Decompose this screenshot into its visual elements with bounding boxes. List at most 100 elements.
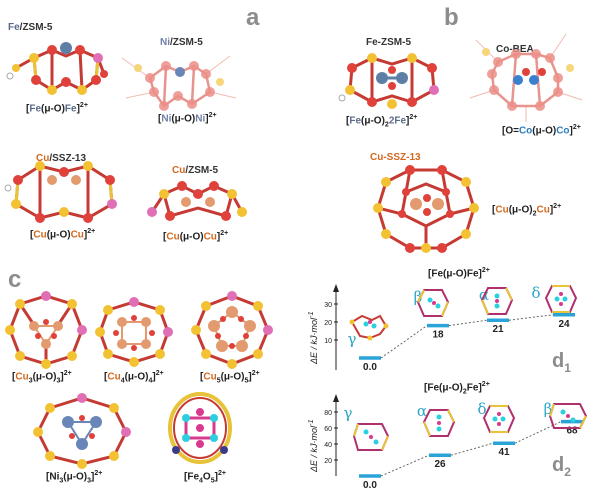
b3-f-open: [ (492, 204, 496, 216)
d1-connector-2 (508, 314, 554, 321)
panel-c-label: c (8, 266, 22, 293)
b1-f-open: [ (346, 115, 350, 127)
d2-ytick-label: 20 (324, 458, 332, 465)
c3-mid: (μ-O) (220, 371, 245, 383)
b2-formula: [O=Co(μ-O)Co]2+ (502, 124, 581, 136)
d2-level-name-3: β (544, 400, 553, 418)
c5-m: 5 (210, 477, 215, 485)
c4-open: [ (46, 471, 50, 483)
b2-f-open: [O= (502, 125, 519, 137)
c1-m: 3 (56, 377, 61, 385)
d1-y-arrow (333, 284, 339, 292)
d2-ytick-label: 80 (324, 410, 332, 417)
a3-f-close: ] (83, 229, 88, 241)
b1-f-m2: 2Fe (388, 115, 407, 127)
c3-close: ] (248, 371, 252, 383)
c5-open: [ (184, 471, 188, 483)
b3-f-mid: (μ-O) (508, 204, 533, 216)
c4-close: ] (91, 471, 95, 483)
c4-formula: [Ni3(μ-O)3]2+ (46, 470, 102, 484)
d1-connector-0 (380, 325, 428, 359)
d2-level-value-3: 68 (566, 426, 578, 437)
c3-open: [ (200, 371, 204, 383)
d2-gamma-structure (352, 423, 390, 451)
d1-alpha-structure (480, 287, 514, 315)
a3-formula: [Cu(μ-O)Cu]2+ (30, 228, 95, 240)
c3-metal: Cu (203, 371, 217, 383)
c1-molecule (5, 291, 87, 369)
c3-n: 5 (216, 377, 221, 385)
d2-formula-charge: 2+ (481, 381, 490, 388)
a4-f-close: ] (216, 231, 221, 243)
a1-charge: 2+ (79, 102, 88, 109)
b2-f-m1: Co (518, 125, 533, 137)
a3-molecule (4, 161, 117, 223)
c4-charge: 2+ (94, 470, 103, 477)
d2-panel-label: d2 (552, 454, 571, 479)
d2-formula-open: [Fe(μ-O) (424, 382, 463, 394)
a4-molecule (147, 181, 247, 221)
c5-mid: O (202, 471, 211, 483)
d1-level-value-2: 21 (492, 324, 504, 335)
c5-molecule (168, 392, 232, 464)
a2-f-close: ] (205, 113, 209, 125)
d2-connector-0 (380, 454, 430, 477)
a1-f-m1: Fe (29, 103, 42, 115)
a3-f-m1: Cu (33, 229, 47, 241)
c5-charge: 2+ (217, 470, 226, 477)
a1-title-rest: /ZSM-5 (19, 22, 53, 33)
d1-formula-charge: 2+ (481, 267, 490, 274)
d2-ytick-label: 60 (324, 426, 332, 433)
c1-metal: Cu (15, 371, 29, 383)
a2-title-metal: Ni (160, 37, 170, 48)
c5-metal: Fe (187, 471, 200, 483)
c2-metal: Cu (107, 371, 121, 383)
d2-delta-structure (482, 405, 516, 433)
d2-formula-sub: 2 (462, 388, 467, 396)
c1-charge: 2+ (63, 370, 72, 377)
c5-n: 4 (199, 477, 203, 485)
a4-f-m2: Cu (203, 231, 217, 243)
c5-formula: [Fe4O5]2+ (184, 470, 226, 484)
d1-ylabel-sup: -1 (306, 311, 315, 318)
a2-f-m1: Ni (161, 113, 172, 125)
d2-connector-1 (450, 442, 494, 456)
b1-title: Fe-ZSM-5 (366, 37, 411, 48)
c2-mid: (μ-O) (124, 371, 149, 383)
a1-title: Fe/ZSM-5 (8, 22, 52, 33)
b3-formula: [Cu(μ-O)2Cu]2+ (492, 203, 561, 217)
b3-f-close: ] (549, 204, 554, 216)
a1-molecule (6, 42, 108, 95)
d1-ytick-label: 20 (324, 320, 332, 327)
c2-open: [ (104, 371, 108, 383)
a4-title: Cu/ZSM-5 (172, 165, 218, 176)
d2-alpha-structure (422, 409, 456, 437)
a1-f-close: ] (76, 103, 80, 115)
c5-close: ] (214, 471, 218, 483)
d1-level-name-0: γ (348, 330, 357, 348)
a4-title-metal: Cu (172, 165, 186, 176)
a2-charge: 2+ (208, 112, 217, 119)
d2-formula: [Fe(μ-O)2Fe]2+ (424, 381, 490, 395)
c1-mid: (μ-O) (32, 371, 57, 383)
a3-f-mid: (μ-O) (46, 229, 71, 241)
a4-f-m1: Cu (166, 231, 180, 243)
d2-level-value-2: 41 (498, 447, 510, 458)
a3-charge: 2+ (87, 228, 96, 235)
a1-title-metal: Fe (8, 22, 20, 33)
a3-title-metal: Cu (36, 153, 50, 164)
b1-f-sub: 2 (384, 121, 389, 129)
b2-f-mid: (μ-O) (532, 125, 557, 137)
c2-close: ] (152, 371, 156, 383)
a1-f-mid: (μ-O) (41, 103, 65, 115)
a4-formula: [Cu(μ-O)Cu]2+ (163, 230, 228, 242)
c1-close: ] (60, 371, 64, 383)
b3-title: Cu-SSZ-13 (370, 152, 421, 163)
a3-f-open: [ (30, 229, 34, 241)
a4-title-rest: /ZSM-5 (185, 165, 219, 176)
panel-b-label: b (444, 4, 459, 31)
d1-beta-structure (416, 289, 450, 317)
b3-charge: 2+ (553, 203, 562, 210)
d2-level-value-0: 0.0 (363, 480, 377, 490)
